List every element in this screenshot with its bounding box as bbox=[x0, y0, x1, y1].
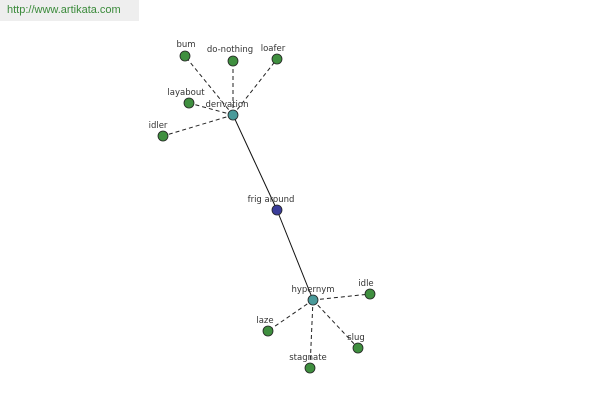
label-root[interactable]: frig around bbox=[248, 195, 295, 205]
edge-derivation-bum bbox=[184, 55, 234, 116]
label-idle[interactable]: idle bbox=[358, 279, 373, 289]
node-bum[interactable] bbox=[179, 50, 191, 62]
edge-hypernym-slug bbox=[312, 299, 359, 349]
graph-nodes bbox=[157, 50, 376, 374]
node-hypernym[interactable] bbox=[307, 294, 319, 306]
graph-labels: bum do-nothing loafer layabout idler idle laze… bbox=[149, 40, 374, 363]
node-root[interactable] bbox=[271, 204, 283, 216]
label-idler[interactable]: idler bbox=[149, 121, 168, 131]
graph-edges bbox=[162, 55, 371, 369]
edge-hypernym-laze bbox=[267, 299, 314, 332]
node-stagnate[interactable] bbox=[304, 362, 316, 374]
node-idler[interactable] bbox=[157, 130, 169, 142]
label-loafer[interactable]: loafer bbox=[261, 44, 286, 54]
label-bum[interactable]: bum bbox=[176, 40, 195, 50]
node-derivation[interactable] bbox=[227, 109, 239, 121]
edge-root-derivation bbox=[232, 114, 278, 211]
node-do-nothing[interactable] bbox=[227, 55, 239, 67]
edge-root-hypernym bbox=[276, 209, 314, 301]
edge-derivation-layabout bbox=[188, 102, 234, 116]
label-stagnate[interactable]: stagnate bbox=[289, 353, 327, 363]
label-derivation[interactable]: derivation bbox=[205, 100, 248, 110]
node-slug[interactable] bbox=[352, 342, 364, 354]
label-do-nothing[interactable]: do-nothing bbox=[207, 45, 253, 55]
edge-derivation-loafer bbox=[232, 58, 278, 116]
node-layabout[interactable] bbox=[183, 97, 195, 109]
edge-hypernym-idle bbox=[312, 293, 371, 301]
node-loafer[interactable] bbox=[271, 53, 283, 65]
site-url[interactable]: http://www.artikata.com bbox=[0, 0, 139, 21]
edge-derivation-idler bbox=[162, 114, 234, 137]
node-idle[interactable] bbox=[364, 288, 376, 300]
label-laze[interactable]: laze bbox=[256, 316, 273, 326]
label-hypernym[interactable]: hypernym bbox=[291, 285, 334, 295]
node-laze[interactable] bbox=[262, 325, 274, 337]
label-layabout[interactable]: layabout bbox=[167, 88, 205, 98]
edge-hypernym-stagnate bbox=[309, 299, 314, 369]
label-slug[interactable]: slug bbox=[347, 333, 365, 343]
